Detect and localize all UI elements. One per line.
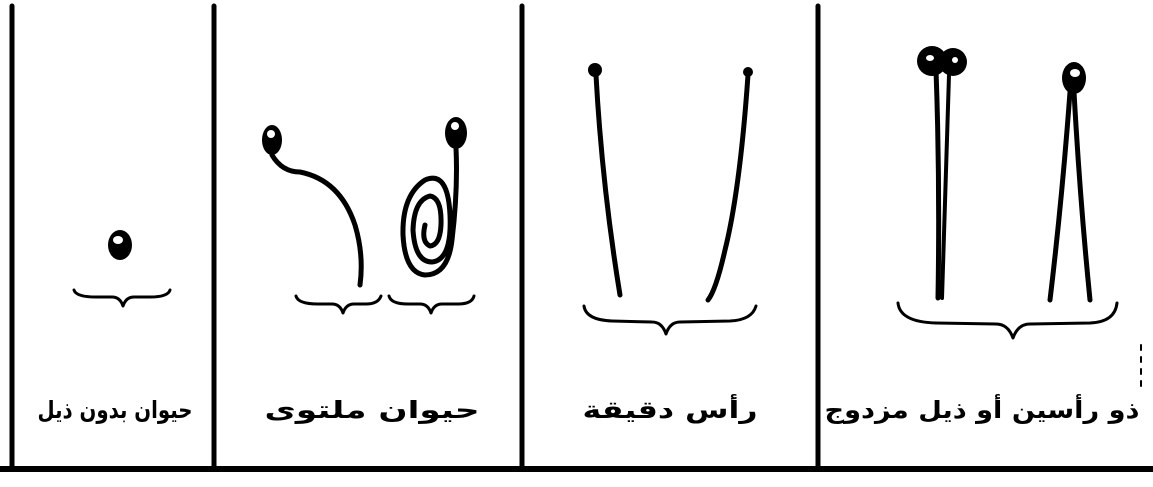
bent-tail-specimen: [262, 125, 361, 285]
caption-double: ذو رأسين أو ذيل مزدوج: [825, 394, 1140, 424]
thin-head-specimen-left: [588, 63, 620, 295]
brace-thin-head: [584, 306, 756, 334]
caption-thin-head: رأس دقيقة: [583, 394, 758, 424]
panel-coiled: [262, 117, 474, 313]
two-headed-specimen: [917, 46, 967, 298]
tailless-specimen: [108, 230, 132, 260]
panel-no-tail: [74, 230, 170, 306]
brace-no-tail: [74, 290, 170, 306]
caption-no-tail: حيوان بدون ذيل: [38, 396, 193, 424]
thin-head-specimen-right: [708, 67, 753, 300]
coiled-tail-specimen: [403, 117, 467, 275]
panel-thin-head: [584, 63, 756, 334]
brace-coiled-left: [296, 296, 381, 313]
brace-double: [898, 303, 1117, 338]
double-tail-specimen: [1050, 62, 1090, 300]
brace-coiled-right: [389, 296, 474, 313]
panel-double: [898, 46, 1141, 386]
caption-coiled: حيوان ملتوى: [265, 396, 480, 424]
